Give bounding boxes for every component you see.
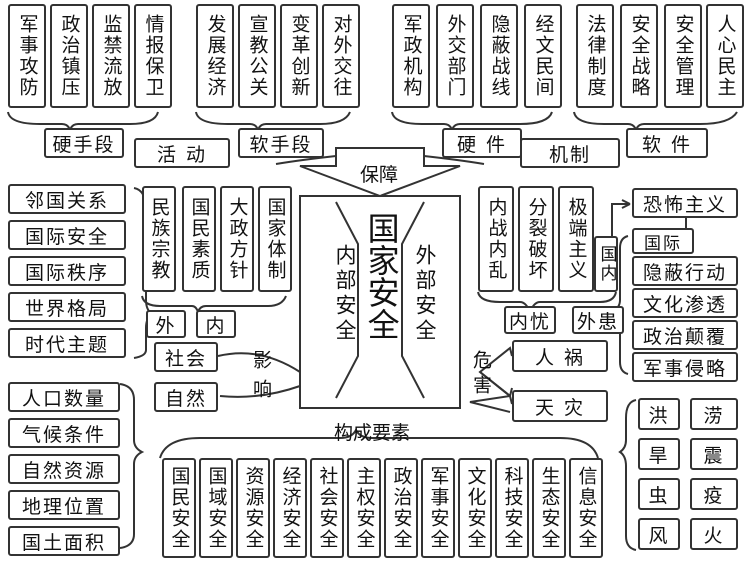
item-natural-resources: 自然资源	[8, 454, 120, 484]
element-economic: 经济安全	[273, 458, 307, 558]
disaster-wind: 风	[638, 518, 680, 550]
item-territory-area: 国土面积	[8, 526, 120, 556]
element-information: 信息安全	[569, 458, 603, 558]
inner-worry-label: 内忧	[504, 306, 556, 334]
item-security-management: 安全管理	[664, 4, 702, 108]
item-reform: 变革创新	[280, 4, 318, 108]
mechanism-label: 机制	[520, 138, 620, 168]
outer-trouble-label: 外患	[572, 306, 624, 334]
element-sovereignty: 主权安全	[347, 458, 381, 558]
elements-label: 构成要素	[334, 422, 411, 444]
item-separatism: 分裂破坏	[518, 186, 554, 292]
natural-disaster-label: 天 灾	[512, 390, 608, 422]
item-neighbor-relations: 邻国关系	[8, 184, 126, 214]
item-world-pattern: 世界格局	[8, 292, 126, 322]
item-imprisonment: 监禁流放	[92, 4, 130, 108]
domestic-label: 国内	[594, 236, 618, 292]
item-intl-order: 国际秩序	[8, 256, 126, 286]
human-disaster-label: 人 祸	[512, 340, 608, 372]
item-foreign-dept: 外交部门	[436, 4, 474, 108]
national-security-title: 国家安全	[362, 212, 401, 340]
item-covert-front: 隐蔽战线	[480, 4, 518, 108]
element-cultural: 文化安全	[458, 458, 492, 558]
disaster-pest: 虫	[638, 478, 680, 510]
outer-label: 外	[146, 310, 186, 338]
item-security-strategy: 安全战略	[620, 4, 658, 108]
harm-label: 危害	[470, 350, 492, 400]
item-political-subversion: 政治颠覆	[632, 320, 738, 350]
element-territory: 国域安全	[199, 458, 233, 558]
society-label: 社会	[154, 342, 218, 372]
activity-label: 活 动	[134, 138, 230, 168]
item-era-theme: 时代主题	[8, 328, 126, 358]
item-extremism: 极端主义	[558, 186, 594, 292]
element-political: 政治安全	[384, 458, 418, 558]
item-citizen-quality: 国民素质	[182, 186, 216, 292]
internal-security-label: 内部安全	[333, 244, 357, 344]
element-resource: 资源安全	[236, 458, 270, 558]
item-covert-action: 隐蔽行动	[632, 256, 738, 286]
element-citizen: 国民安全	[162, 458, 196, 558]
influence-label: 影响	[250, 350, 272, 408]
disaster-flood: 洪	[638, 398, 680, 430]
international-label: 国际	[632, 228, 694, 254]
item-geography: 地理位置	[8, 490, 120, 520]
element-ecological: 生态安全	[532, 458, 566, 558]
item-publicity: 宣教公关	[238, 4, 276, 108]
item-intelligence: 情报保卫	[134, 4, 172, 108]
nature-label: 自然	[154, 382, 218, 412]
item-population: 人口数量	[8, 382, 120, 412]
hardware-label: 硬 件	[442, 128, 522, 158]
item-civil-war: 内战内乱	[478, 186, 514, 292]
item-military-political-org: 军政机构	[392, 4, 430, 108]
item-political-suppression: 政治镇压	[50, 4, 88, 108]
element-technology: 科技安全	[495, 458, 529, 558]
item-foreign-relations: 对外交往	[322, 4, 360, 108]
disaster-epidemic: 疫	[690, 478, 738, 510]
item-civil: 经文民间	[524, 4, 562, 108]
disaster-earthquake: 震	[690, 438, 738, 470]
item-climate: 气候条件	[8, 418, 120, 448]
item-policy: 大政方针	[220, 186, 254, 292]
disaster-drought: 旱	[638, 438, 680, 470]
item-military-invasion: 军事侵略	[632, 352, 738, 382]
item-intl-security: 国际安全	[8, 220, 126, 250]
disaster-fire: 火	[690, 518, 738, 550]
element-social: 社会安全	[310, 458, 344, 558]
guarantee-label: 保障	[360, 164, 399, 186]
item-cultural-infiltration: 文化渗透	[632, 288, 738, 318]
element-military: 军事安全	[421, 458, 455, 558]
item-state-system: 国家体制	[258, 186, 292, 292]
terrorism-label: 恐怖主义	[632, 188, 738, 218]
soft-means-label: 软手段	[238, 128, 324, 158]
disaster-waterlogging: 涝	[690, 398, 738, 430]
item-public-support: 人心民主	[706, 4, 744, 108]
hard-means-label: 硬手段	[44, 128, 124, 158]
item-ethnic-religion: 民族宗教	[142, 186, 176, 292]
item-military: 军事攻防	[8, 4, 46, 108]
software-label: 软 件	[626, 128, 708, 158]
inner-label: 内	[196, 310, 236, 338]
item-legal-system: 法律制度	[576, 4, 614, 108]
item-economy: 发展经济	[196, 4, 234, 108]
external-security-label: 外部安全	[413, 244, 437, 344]
